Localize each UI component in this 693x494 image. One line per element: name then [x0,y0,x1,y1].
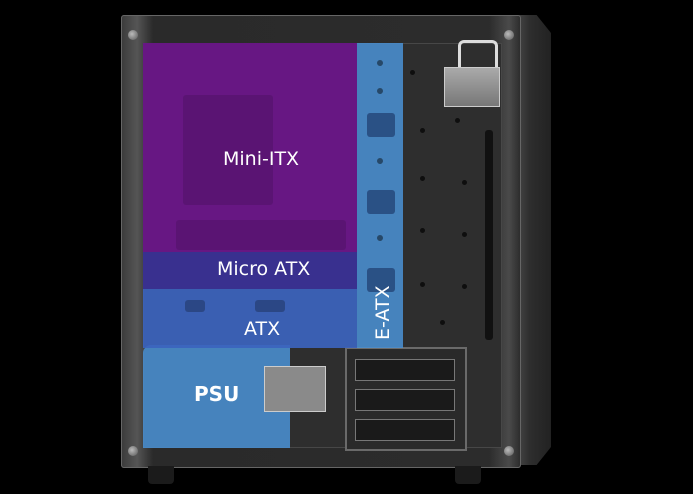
overlay-hole [377,88,383,94]
rect-cutout [183,95,273,205]
mount-hole [462,284,467,289]
mount-hole [420,228,425,233]
mini-itx-label: Mini-ITX [223,148,300,170]
rect-cutout [185,300,205,312]
mount-hole [420,128,425,133]
screw-icon [128,446,138,456]
overlay-hole [377,60,383,66]
mount-hole [462,180,467,185]
slot-cutout [367,190,395,214]
cable-clip [458,40,498,73]
mount-hole [420,282,425,287]
mount-hole [462,232,467,237]
screw-icon [504,446,514,456]
atx-label: ATX [244,318,281,340]
drive-cage [345,347,467,451]
drive-bay [355,389,455,411]
rect-cutout [176,220,346,250]
rect-cutout [485,130,493,340]
psu-label: PSU [194,382,240,406]
hdd-bracket [444,67,500,107]
psu-unit [264,366,326,412]
eatx-label: E-ATX [372,285,394,340]
mount-hole [410,70,415,75]
case-foot-right [455,466,481,484]
mount-hole [440,320,445,325]
micro-atx-label: Micro ATX [217,258,311,280]
case-side-panel [515,15,551,465]
rect-cutout [255,300,285,312]
screw-icon [504,30,514,40]
mini-itx-zone [143,43,357,252]
case-foot-left [148,466,174,484]
slot-cutout [367,268,395,292]
overlay-hole [377,235,383,241]
drive-bay [355,359,455,381]
mount-hole [420,176,425,181]
screw-icon [128,30,138,40]
drive-bay [355,419,455,441]
slot-cutout [367,113,395,137]
overlay-hole [377,158,383,164]
mount-hole [455,118,460,123]
